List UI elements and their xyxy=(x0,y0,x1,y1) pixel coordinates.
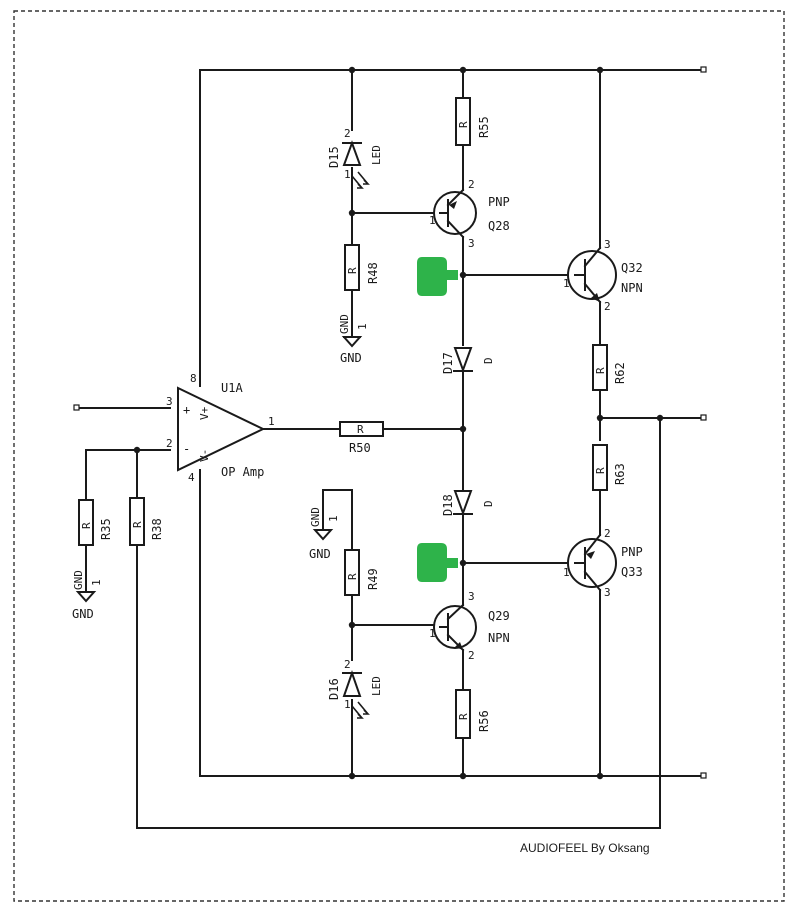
led-d16: 2 1 D16 LED xyxy=(327,658,383,719)
svg-text:GND: GND xyxy=(72,607,94,621)
green-pads xyxy=(417,257,458,582)
svg-text:R: R xyxy=(346,573,359,580)
resistor-r48: R R48 xyxy=(344,244,380,291)
svg-text:R55: R55 xyxy=(477,116,491,138)
opamp-u1a: U1A OP Amp 3 2 8 4 1 + - V+ V- xyxy=(166,372,275,484)
transistor-q33: 1 2 3 PNP Q33 xyxy=(563,527,643,599)
resistor-r56: R R56 xyxy=(455,689,491,739)
svg-text:D17: D17 xyxy=(441,352,455,374)
svg-text:R56: R56 xyxy=(477,710,491,732)
transistor-q32: 1 3 2 Q32 NPN xyxy=(563,238,643,313)
svg-text:V-: V- xyxy=(198,449,211,462)
svg-text:V+: V+ xyxy=(198,406,211,420)
resistor-r55: R R55 xyxy=(455,97,491,146)
svg-text:1: 1 xyxy=(429,627,436,640)
svg-text:GND: GND xyxy=(309,547,331,561)
opamp-name: OP Amp xyxy=(221,465,264,479)
svg-text:-: - xyxy=(183,442,190,456)
svg-text:2: 2 xyxy=(604,300,611,313)
resistor-r63: R R63 xyxy=(592,444,627,491)
svg-text:1: 1 xyxy=(268,415,275,428)
svg-text:PNP: PNP xyxy=(621,545,643,559)
svg-text:D16: D16 xyxy=(327,678,341,700)
svg-text:GND: GND xyxy=(309,507,322,527)
svg-text:R63: R63 xyxy=(613,463,627,485)
resistor-r50: R R50 xyxy=(339,421,384,455)
svg-text:Q33: Q33 xyxy=(621,565,643,579)
svg-text:+: + xyxy=(183,403,190,417)
terminals xyxy=(73,66,707,779)
svg-text:1: 1 xyxy=(344,698,351,711)
svg-text:R: R xyxy=(357,423,364,436)
svg-text:GND: GND xyxy=(340,351,362,365)
svg-text:1: 1 xyxy=(563,277,570,290)
diode-d18: D D18 xyxy=(441,490,495,516)
opamp-ref: U1A xyxy=(221,381,243,395)
svg-text:D: D xyxy=(482,357,495,364)
resistor-r62: R R62 xyxy=(592,344,627,391)
svg-text:LED: LED xyxy=(370,145,383,165)
svg-text:2: 2 xyxy=(344,127,351,140)
svg-text:4: 4 xyxy=(188,471,195,484)
svg-text:LED: LED xyxy=(370,676,383,696)
svg-text:Q28: Q28 xyxy=(488,219,510,233)
resistor-r38: R R38 xyxy=(129,497,164,546)
svg-text:R: R xyxy=(80,522,93,529)
led-d15: 2 1 D15 LED xyxy=(327,127,383,189)
svg-text:R: R xyxy=(594,467,607,474)
credit-text: AUDIOFEEL By Oksang xyxy=(520,841,650,855)
svg-text:D: D xyxy=(482,500,495,507)
page-border xyxy=(13,10,785,902)
svg-text:R38: R38 xyxy=(150,518,164,540)
svg-text:D15: D15 xyxy=(327,146,341,168)
svg-text:2: 2 xyxy=(604,527,611,540)
svg-text:2: 2 xyxy=(344,658,351,671)
svg-text:R62: R62 xyxy=(613,362,627,384)
svg-text:2: 2 xyxy=(468,178,475,191)
svg-text:R: R xyxy=(131,521,144,528)
svg-text:8: 8 xyxy=(190,372,197,385)
svg-text:2: 2 xyxy=(166,437,173,450)
transistor-q29: 1 3 2 Q29 NPN xyxy=(429,590,510,662)
svg-text:1: 1 xyxy=(327,515,340,522)
svg-text:1: 1 xyxy=(429,214,436,227)
svg-text:R: R xyxy=(346,267,359,274)
svg-text:R35: R35 xyxy=(99,518,113,540)
svg-text:GND: GND xyxy=(338,314,351,334)
svg-text:3: 3 xyxy=(468,590,475,603)
ground-r48: GND 1 GND xyxy=(338,314,369,365)
ground-r35: GND 1 GND xyxy=(72,570,103,621)
svg-text:3: 3 xyxy=(468,237,475,250)
svg-text:GND: GND xyxy=(72,570,85,590)
svg-text:R: R xyxy=(594,367,607,374)
svg-text:3: 3 xyxy=(604,238,611,251)
svg-text:1: 1 xyxy=(90,579,103,586)
diode-d17: D D17 xyxy=(441,347,495,374)
svg-text:R: R xyxy=(457,121,470,128)
svg-text:1: 1 xyxy=(563,566,570,579)
resistor-r35: R R35 xyxy=(78,499,113,546)
svg-text:D18: D18 xyxy=(441,494,455,516)
svg-text:PNP: PNP xyxy=(488,195,510,209)
junction-dots xyxy=(133,66,664,780)
svg-text:R: R xyxy=(457,713,470,720)
svg-text:NPN: NPN xyxy=(621,281,643,295)
svg-text:3: 3 xyxy=(166,395,173,408)
transistor-q28: 1 2 3 PNP Q28 xyxy=(429,178,510,250)
svg-text:Q32: Q32 xyxy=(621,261,643,275)
svg-text:R50: R50 xyxy=(349,441,371,455)
svg-text:3: 3 xyxy=(604,586,611,599)
svg-text:Q29: Q29 xyxy=(488,609,510,623)
resistor-r49: R R49 xyxy=(344,549,380,596)
svg-text:2: 2 xyxy=(468,649,475,662)
svg-text:R49: R49 xyxy=(366,568,380,590)
svg-text:R48: R48 xyxy=(366,262,380,284)
svg-text:NPN: NPN xyxy=(488,631,510,645)
svg-text:1: 1 xyxy=(344,168,351,181)
ground-r49: GND 1 GND xyxy=(309,489,340,561)
svg-text:1: 1 xyxy=(356,323,369,330)
